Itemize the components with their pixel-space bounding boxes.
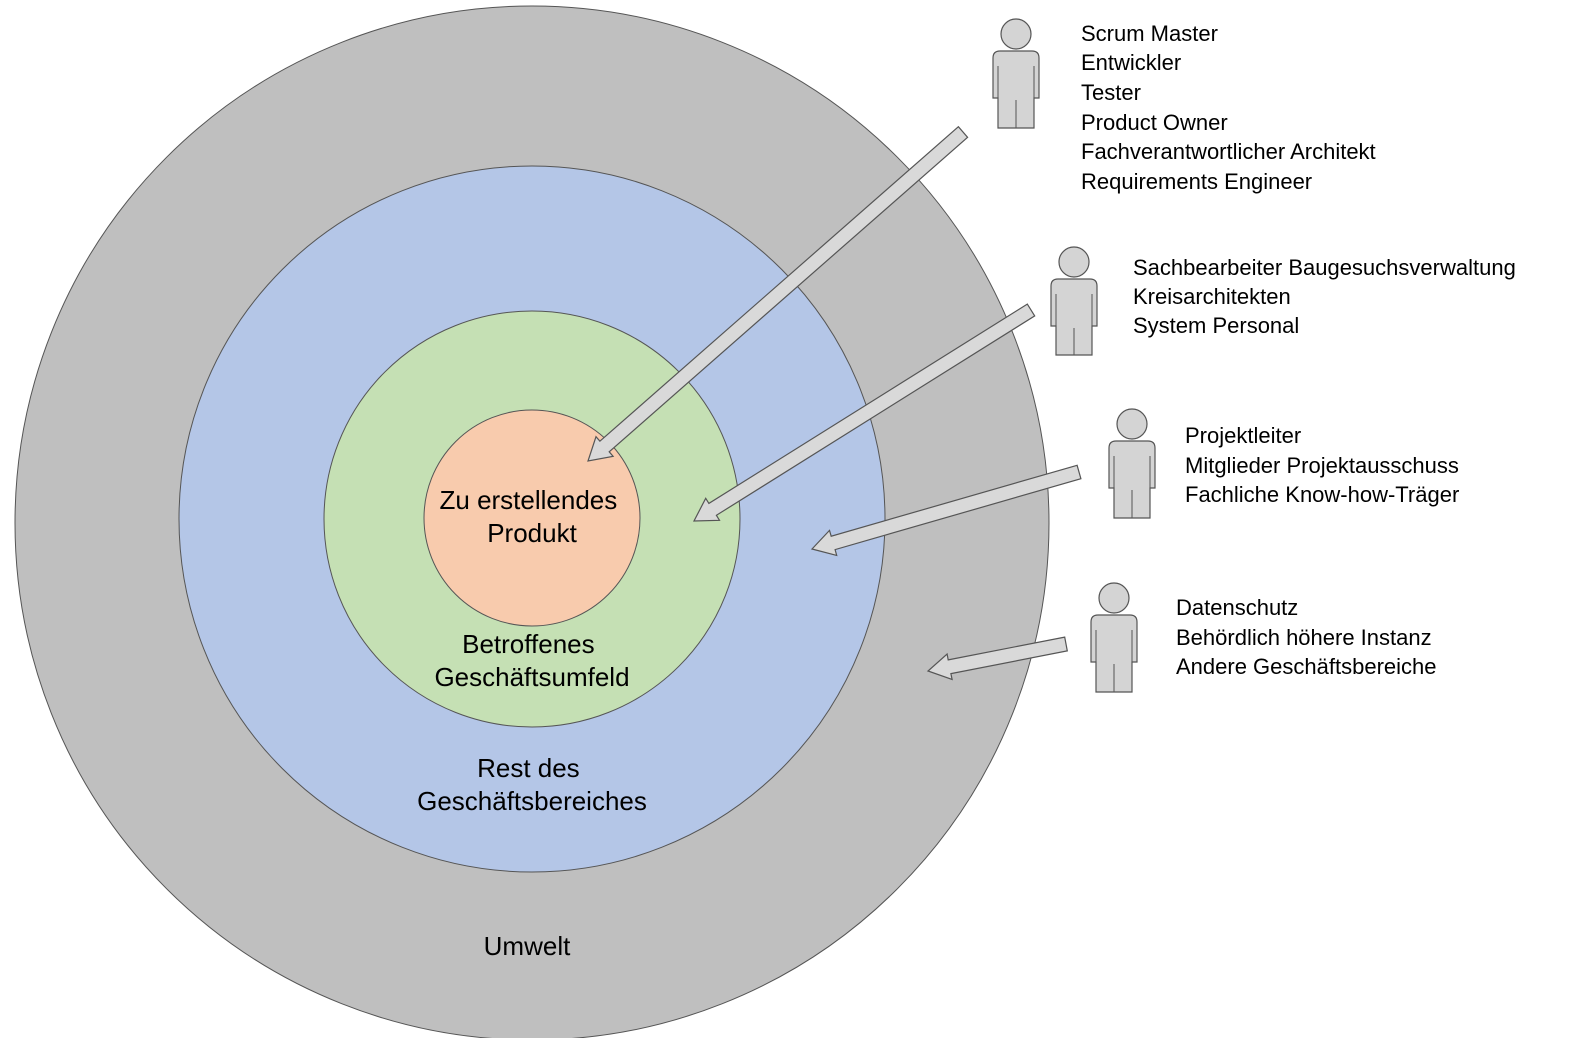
- role-item: Scrum Master: [1081, 21, 1218, 46]
- stakeholder-group-3: Projektleiter Mitglieder Projektausschus…: [1108, 408, 1465, 519]
- role-list: Projektleiter Mitglieder Projektausschus…: [1185, 423, 1465, 507]
- role-item: Mitglieder Projektausschuss: [1185, 453, 1459, 478]
- person-icon: [992, 18, 1040, 129]
- arrow-to-core: [587, 125, 969, 462]
- arrows: [587, 125, 1082, 681]
- person-icon: [1050, 246, 1098, 356]
- role-item: Projektleiter: [1185, 423, 1301, 448]
- role-item: System Personal: [1133, 313, 1299, 338]
- label-core: Zu erstellendes Produkt: [440, 485, 625, 548]
- role-item: Datenschutz: [1176, 595, 1298, 620]
- role-item: Tester: [1081, 80, 1141, 105]
- role-item: Requirements Engineer: [1081, 169, 1312, 194]
- role-list: Sachbearbeiter Baugesuchsverwaltung Krei…: [1133, 255, 1522, 338]
- role-item: Andere Geschäftsbereiche: [1176, 654, 1437, 679]
- role-list: Scrum Master Entwickler Tester Product O…: [1081, 21, 1382, 194]
- label-core-line-1: Zu erstellendes: [440, 485, 618, 515]
- ring-product-core: [423, 409, 641, 627]
- stakeholder-group-1: Scrum Master Entwickler Tester Product O…: [992, 18, 1382, 194]
- role-item: Entwickler: [1081, 50, 1181, 75]
- role-item: Product Owner: [1081, 110, 1228, 135]
- role-item: Fachverantwortlicher Architekt: [1081, 139, 1376, 164]
- label-business-area-line-1: Rest des: [477, 753, 580, 783]
- arrow-to-affected: [693, 303, 1036, 522]
- role-list: Datenschutz Behördlich höhere Instanz An…: [1176, 595, 1438, 679]
- stakeholder-group-4: Datenschutz Behördlich höhere Instanz An…: [1090, 582, 1438, 693]
- label-business-area: Rest des Geschäftsbereiches: [417, 753, 647, 816]
- arrow-to-outer: [926, 636, 1069, 681]
- label-affected: Betroffenes Geschäftsumfeld: [434, 629, 629, 692]
- stakeholder-group-2: Sachbearbeiter Baugesuchsverwaltung Krei…: [1050, 246, 1522, 356]
- role-item: Behördlich höhere Instanz: [1176, 625, 1432, 650]
- label-outer: Umwelt: [484, 931, 571, 961]
- label-core-line-2: Produkt: [487, 518, 577, 548]
- label-affected-line-1: Betroffenes: [462, 629, 595, 659]
- role-item: Fachliche Know-how-Träger: [1185, 482, 1459, 507]
- label-business-area-line-2: Geschäftsbereiches: [417, 786, 647, 816]
- arrow-to-business_area: [810, 464, 1082, 557]
- label-affected-line-2: Geschäftsumfeld: [434, 662, 629, 692]
- person-icon: [1090, 582, 1138, 693]
- role-item: Sachbearbeiter Baugesuchsverwaltung: [1133, 255, 1516, 280]
- role-item: Kreisarchitekten: [1133, 284, 1291, 309]
- person-icon: [1108, 408, 1156, 519]
